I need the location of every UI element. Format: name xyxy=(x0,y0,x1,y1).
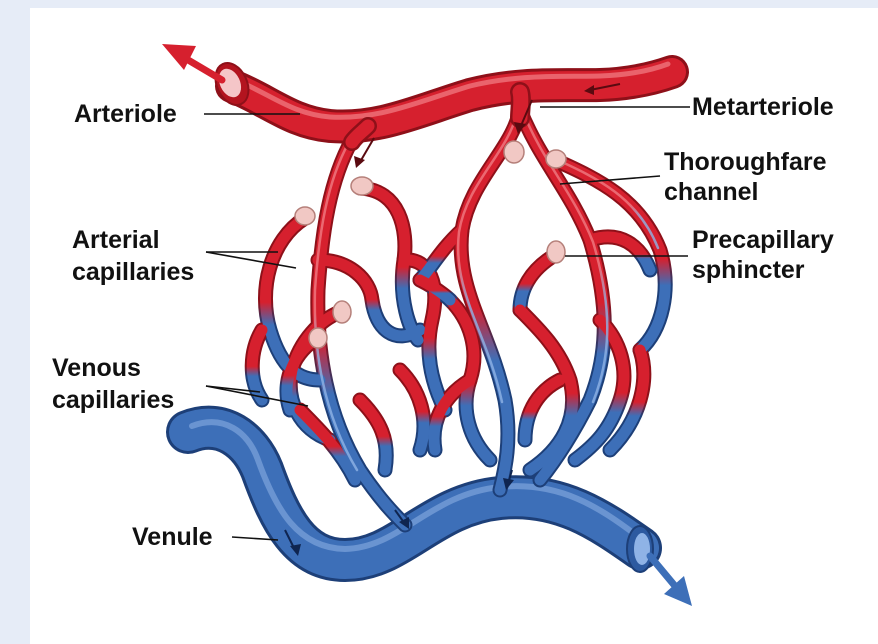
arrow-head-red xyxy=(162,44,196,70)
arteriole-vessel xyxy=(209,58,672,142)
sphincter-ring xyxy=(351,177,373,195)
label-arterial-line1: Arterial xyxy=(72,226,160,254)
text-labels: Arteriole Metarteriole Thoroughfare chan… xyxy=(52,93,834,551)
label-venous-line1: Venous xyxy=(52,354,141,382)
label-metarteriole: Metarteriole xyxy=(692,93,834,121)
sphincter-ring xyxy=(546,150,566,168)
capillary-network xyxy=(252,110,665,525)
sphincter-ring xyxy=(504,141,524,163)
sphincter-ring xyxy=(309,328,327,348)
label-thoroughfare-line2: channel xyxy=(664,178,758,206)
label-arteriole: Arteriole xyxy=(74,100,177,128)
label-precapillary-line2: sphincter xyxy=(692,256,805,284)
sphincter-ring xyxy=(295,207,315,225)
sphincter-ring xyxy=(333,301,351,323)
label-venule: Venule xyxy=(132,523,213,551)
label-venous-line2: capillaries xyxy=(52,386,174,414)
label-precapillary-line1: Precapillary xyxy=(692,226,834,254)
label-arterial-line2: capillaries xyxy=(72,258,194,286)
sphincter-ring xyxy=(547,241,565,263)
label-thoroughfare-line1: Thoroughfare xyxy=(664,148,827,176)
